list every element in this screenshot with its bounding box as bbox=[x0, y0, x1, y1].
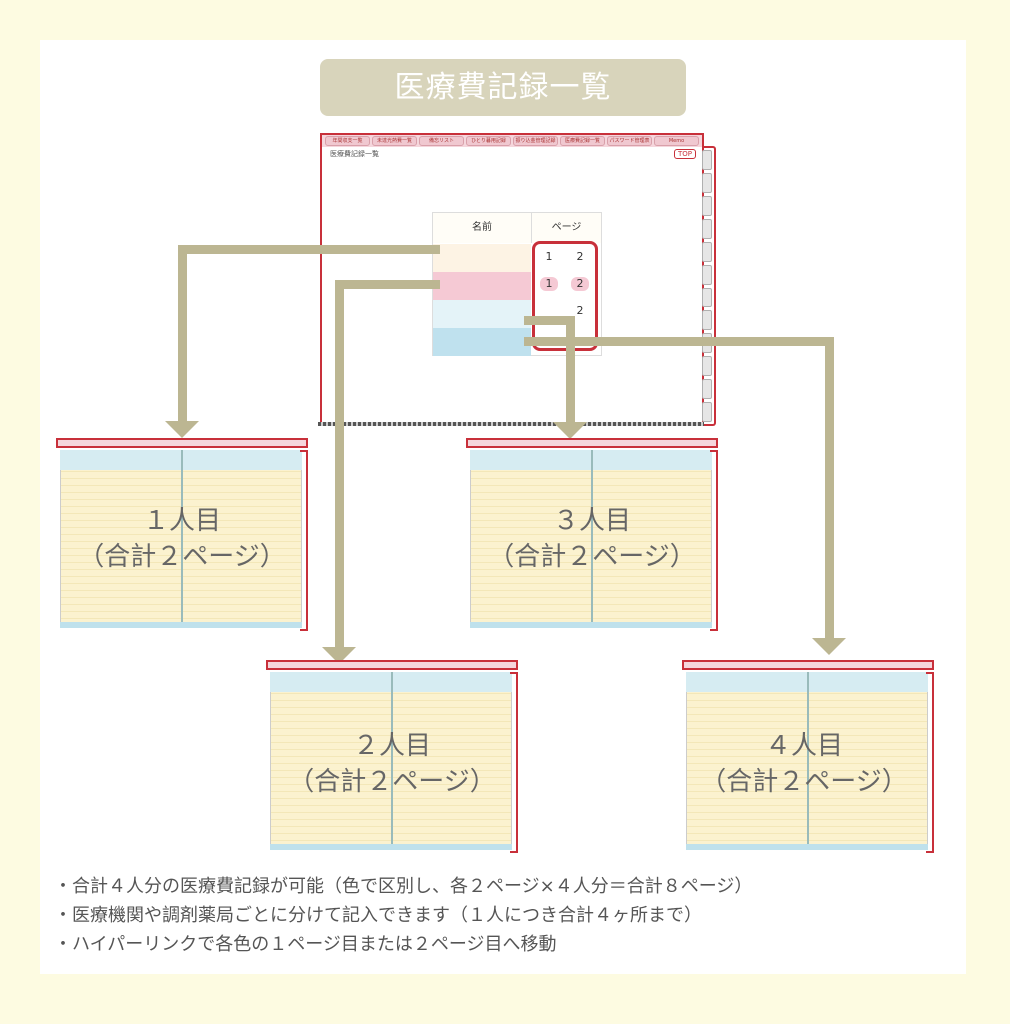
person-4-name: ４人目 bbox=[764, 731, 843, 761]
tab-living-record[interactable]: ひとり暮用記録 bbox=[466, 136, 511, 146]
page-link-p3-2[interactable]: 2 bbox=[576, 304, 584, 317]
grid-divider bbox=[181, 450, 183, 628]
side-tab[interactable] bbox=[702, 264, 712, 285]
grid-footer bbox=[270, 844, 512, 850]
person-3-label: ３人目 （合計２ページ） bbox=[442, 503, 742, 575]
grid-divider bbox=[807, 672, 809, 850]
person-4-pages: （合計２ページ） bbox=[700, 767, 908, 797]
sheet-tab-bar: 年間収支一覧 未達光熱費一覧 備忘リスト ひとり暮用記録 振り込金管理記録 医療… bbox=[322, 135, 702, 147]
arrow-person-1 bbox=[165, 421, 199, 438]
connector-person-1-drop bbox=[178, 245, 187, 423]
note-item: ・合計４人分の医療費記録が可能（色で区別し、各２ページ×４人分＝合計８ページ） bbox=[54, 876, 753, 897]
person-4-label: ４人目 （合計２ページ） bbox=[654, 728, 954, 800]
index-side-tabs-frame bbox=[702, 146, 716, 426]
tab-utilities[interactable]: 未達光熱費一覧 bbox=[372, 136, 417, 146]
sheet-title: 医療費記録一覧 bbox=[330, 150, 379, 158]
person-2-label: ２人目 （合計２ページ） bbox=[242, 728, 542, 800]
person-row-1 bbox=[433, 244, 531, 272]
person-2-sheet[interactable] bbox=[266, 660, 518, 853]
index-side-tabs bbox=[702, 150, 712, 423]
grid-divider bbox=[591, 450, 593, 628]
person-3-pages: （合計２ページ） bbox=[488, 542, 696, 572]
mini-tab-bar bbox=[56, 438, 308, 448]
page-link-p1-1[interactable]: 1 bbox=[545, 250, 553, 263]
side-tab[interactable] bbox=[702, 218, 712, 239]
tab-annual-summary[interactable]: 年間収支一覧 bbox=[325, 136, 370, 146]
person-1-pages: （合計２ページ） bbox=[78, 542, 286, 572]
tab-transfer-record[interactable]: 振り込金管理記録 bbox=[513, 136, 558, 146]
page-link-p1-2[interactable]: 2 bbox=[576, 250, 584, 263]
arrow-person-2 bbox=[322, 647, 356, 664]
header-page: ページ bbox=[532, 213, 601, 243]
connector-person-1 bbox=[178, 245, 440, 254]
note-item: ・医療機関や調剤薬局ごとに分けて記入できます（１人につき合計４ヶ所まで） bbox=[54, 905, 702, 926]
page-link-p2-2[interactable]: 2 bbox=[571, 277, 589, 291]
connector-person-3-drop bbox=[566, 316, 575, 424]
connector-person-2-drop bbox=[335, 280, 344, 650]
person-1-name: １人目 bbox=[142, 506, 221, 536]
person-2-name: ２人目 bbox=[352, 731, 431, 761]
side-tab[interactable] bbox=[702, 356, 712, 377]
person-row-3 bbox=[433, 300, 531, 328]
side-tab[interactable] bbox=[702, 172, 712, 193]
top-button[interactable]: TOP bbox=[673, 149, 696, 159]
tab-medical-record[interactable]: 医療費記録一覧 bbox=[560, 136, 605, 146]
arrow-person-3 bbox=[553, 422, 587, 439]
person-3-name: ３人目 bbox=[552, 506, 631, 536]
grid-footer bbox=[60, 622, 302, 628]
side-tab[interactable] bbox=[702, 310, 712, 331]
person-1-label: １人目 （合計２ページ） bbox=[32, 503, 332, 575]
page-link-highlight bbox=[532, 241, 598, 351]
side-tab[interactable] bbox=[702, 195, 712, 216]
person-3-sheet[interactable] bbox=[466, 438, 718, 631]
side-tab[interactable] bbox=[702, 150, 712, 170]
grid-footer bbox=[686, 844, 928, 850]
side-tab[interactable] bbox=[702, 379, 712, 400]
feature-notes: ・合計４人分の医療費記録が可能（色で区別し、各２ページ×４人分＝合計８ページ） … bbox=[54, 872, 752, 959]
person-1-sheet[interactable] bbox=[56, 438, 308, 631]
tab-password-table[interactable]: パスワード管理表 bbox=[607, 136, 652, 146]
side-tab[interactable] bbox=[702, 241, 712, 262]
name-page-table: 名前 ページ bbox=[432, 212, 602, 356]
note-item: ・ハイパーリンクで各色の１ページ目または２ページ目へ移動 bbox=[54, 934, 557, 955]
connector-person-2 bbox=[335, 280, 440, 289]
side-tab[interactable] bbox=[702, 402, 712, 423]
page-title: 医療費記録一覧 bbox=[320, 59, 686, 116]
person-2-pages: （合計２ページ） bbox=[288, 767, 496, 797]
tab-memo[interactable]: Memo bbox=[654, 136, 699, 146]
person-row-2 bbox=[433, 272, 531, 300]
mini-tab-bar bbox=[466, 438, 718, 448]
header-name: 名前 bbox=[433, 213, 532, 243]
mini-tab-bar bbox=[682, 660, 934, 670]
connector-person-4-drop bbox=[825, 337, 834, 640]
connector-person-3 bbox=[524, 316, 574, 325]
tab-memo-list[interactable]: 備忘リスト bbox=[419, 136, 464, 146]
page-link-p2-1[interactable]: 1 bbox=[540, 277, 558, 291]
side-tab[interactable] bbox=[702, 287, 712, 308]
person-row-4 bbox=[433, 328, 531, 356]
person-4-sheet[interactable] bbox=[682, 660, 934, 853]
mini-tab-bar bbox=[266, 660, 518, 670]
grid-footer bbox=[470, 622, 712, 628]
arrow-person-4 bbox=[812, 638, 846, 655]
sheet-bottom-edge bbox=[318, 422, 704, 426]
connector-person-4 bbox=[524, 337, 834, 346]
grid-divider bbox=[391, 672, 393, 850]
